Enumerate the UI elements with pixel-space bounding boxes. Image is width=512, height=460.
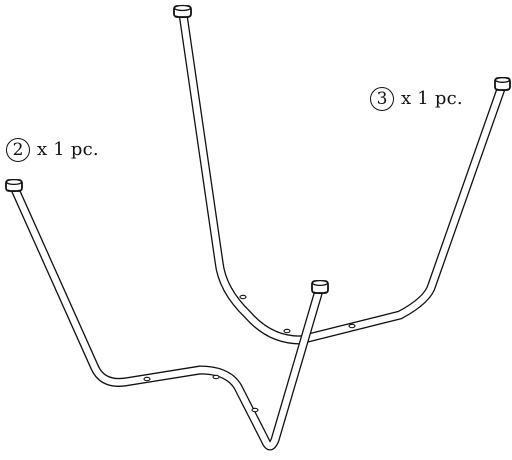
end-cap bbox=[311, 279, 329, 295]
part-number-badge: 3 bbox=[370, 87, 394, 111]
part-2-callout: 2 x 1 pc. bbox=[6, 138, 99, 162]
bolt-hole bbox=[251, 407, 259, 413]
tube-part-3 bbox=[173, 4, 511, 345]
bolt-hole bbox=[143, 376, 151, 382]
tube-part-2 bbox=[5, 178, 329, 451]
part-quantity-label: x 1 pc. bbox=[37, 139, 99, 160]
bolt-hole bbox=[212, 374, 220, 380]
part-number-badge: 2 bbox=[6, 138, 30, 162]
end-cap bbox=[173, 4, 192, 19]
part-quantity-label: x 1 pc. bbox=[401, 88, 463, 109]
end-cap bbox=[5, 178, 23, 193]
bolt-hole bbox=[283, 328, 291, 334]
end-cap bbox=[494, 77, 511, 92]
part-3-callout: 3 x 1 pc. bbox=[370, 87, 463, 111]
bolt-hole bbox=[348, 323, 356, 329]
bolt-hole bbox=[239, 294, 247, 300]
